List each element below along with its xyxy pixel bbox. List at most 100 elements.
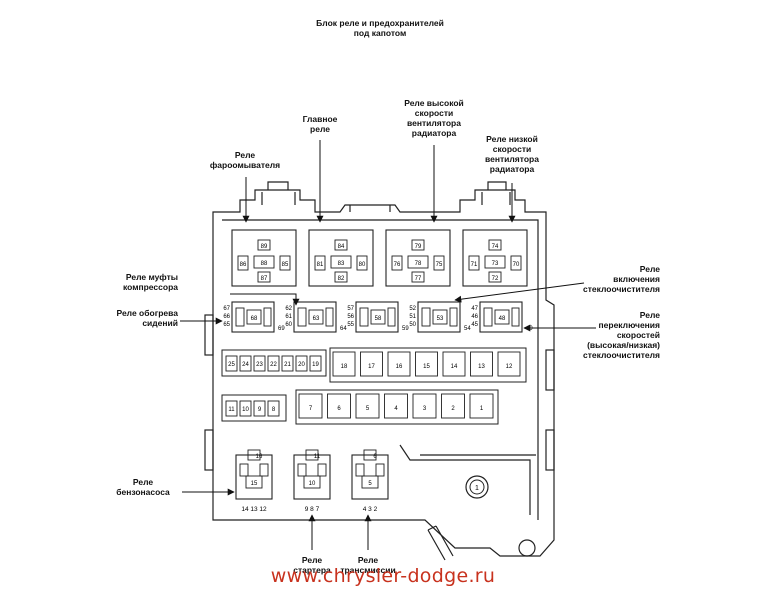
mini-fuse: [253, 355, 266, 372]
relay-pin-label: 9 8 7: [305, 506, 320, 513]
relay-pin-label: 70: [513, 262, 520, 268]
relay-pin-label: 81: [317, 262, 324, 268]
relay-pin-label: 45: [471, 322, 478, 328]
cartridge-fuse-label: 7: [309, 406, 313, 412]
relay-pin-label: 58: [375, 316, 382, 322]
relay-pin: [468, 255, 480, 271]
mini-fuse-label: 24: [242, 362, 249, 368]
relay-pin: [334, 239, 348, 251]
relay-pin-label: 11: [314, 454, 321, 460]
relay-pin: [387, 307, 396, 327]
relay-pin-label: 10: [309, 481, 316, 487]
relay-pin: [235, 307, 245, 327]
relay-pin: [253, 255, 275, 269]
relay-pin-label: 50: [409, 322, 416, 328]
relay-outline: [308, 229, 374, 287]
cartridge-fuse: [470, 351, 493, 377]
relay-pin-label: 77: [415, 276, 422, 282]
cartridge-fuse: [469, 393, 494, 419]
relay-outline: [235, 454, 273, 500]
relay-pin: [325, 307, 334, 327]
relay-pin: [494, 309, 510, 325]
relay-pin-label: 85: [282, 262, 289, 268]
mini-fuse-label: 23: [256, 362, 263, 368]
relay-pin: [449, 307, 458, 327]
relay-pin-label: 5: [368, 481, 372, 487]
relay-pin: [297, 463, 307, 477]
leader-lines: [180, 140, 596, 550]
relay-pin: [308, 309, 324, 325]
mid-relay-row: 6766656869626160636457565558595251505354…: [223, 301, 533, 333]
starter-relay-callout: Реле стартера: [293, 555, 331, 575]
relay-outline: [479, 301, 523, 333]
mini-fuse: [295, 355, 308, 372]
mini-fuse-label: 20: [298, 362, 305, 368]
relay-pin: [488, 239, 502, 251]
relay-pin: [259, 463, 269, 477]
mini-fuse-label: 22: [270, 362, 277, 368]
relay-pin-label: 47: [471, 306, 478, 312]
relay-pin-label: 84: [338, 244, 345, 250]
fuel-pump-relay-callout: Реле бензонасоса: [116, 477, 170, 497]
cartridge-fuse: [384, 393, 408, 419]
fan-high-relay-callout: Реле высокой скорости вентилятора радиат…: [404, 98, 464, 138]
relay-pin: [330, 255, 352, 269]
relay-outline: [231, 301, 275, 333]
bottom-relay-socket: 654 3 2: [351, 449, 389, 513]
relay-pin-label: 88: [261, 261, 268, 267]
relay-pin-label: 75: [436, 262, 443, 268]
cartridge-fuse: [415, 351, 438, 377]
relay-pin: [317, 463, 327, 477]
relay-pin: [356, 255, 368, 271]
transmission-relay-callout: Реле трансмиссии: [340, 555, 396, 575]
mini-fuse: [225, 355, 238, 372]
relay-pin-label: 46: [471, 314, 478, 320]
ground-stud: [465, 475, 489, 499]
relay-pin: [488, 271, 502, 283]
relay-pin: [355, 463, 365, 477]
relay-pin: [237, 255, 249, 271]
cartridge-fuse-label: 13: [478, 364, 485, 370]
mini-fuse-label: 8: [272, 407, 276, 413]
cartridge-fuse-label: 16: [396, 364, 403, 370]
relay-pin-label: 61: [285, 314, 292, 320]
relay-pin-label: 4 3 2: [363, 506, 378, 513]
relay-pin-label: 16: [256, 454, 263, 460]
mini-fuse-label: 11: [228, 407, 235, 413]
relay-outline: [417, 301, 461, 333]
relay-pin-label: 63: [313, 316, 320, 322]
relay-pin: [370, 309, 386, 325]
relay-pin-label: 80: [359, 262, 366, 268]
cartridge-fuse-frame: [329, 347, 527, 383]
main-relay-callout: Главное реле: [302, 114, 338, 134]
relay-outline: [351, 454, 389, 500]
relay-pin: [257, 271, 271, 283]
relay-pin: [359, 307, 369, 327]
relay-pin-label: 86: [240, 262, 247, 268]
relay-pin-label: 60: [285, 322, 292, 328]
mini-fuse-label: 25: [228, 362, 235, 368]
ground-stud-label: 1: [475, 485, 479, 492]
mini-fuse-label: 10: [242, 407, 249, 413]
relay-pin-label: 67: [223, 306, 230, 312]
relay-pin-label: 89: [261, 244, 268, 250]
relay-pin-label: 54: [464, 326, 471, 332]
relay-pin-label: 59: [402, 326, 409, 332]
mini-fuse: [267, 355, 280, 372]
cartridge-fuse-label: 2: [451, 406, 455, 412]
relay-pin: [391, 255, 403, 271]
relay-pin-label: 79: [415, 244, 422, 250]
relay-outline: [293, 301, 337, 333]
cartridge-fuse: [360, 351, 383, 377]
relay-pin-label: 56: [347, 314, 354, 320]
relay-pin-label: 83: [338, 261, 345, 267]
cartridge-fuse-label: 12: [506, 364, 513, 370]
relay-pin-label: 55: [347, 322, 354, 328]
relay-outline: [462, 229, 528, 287]
